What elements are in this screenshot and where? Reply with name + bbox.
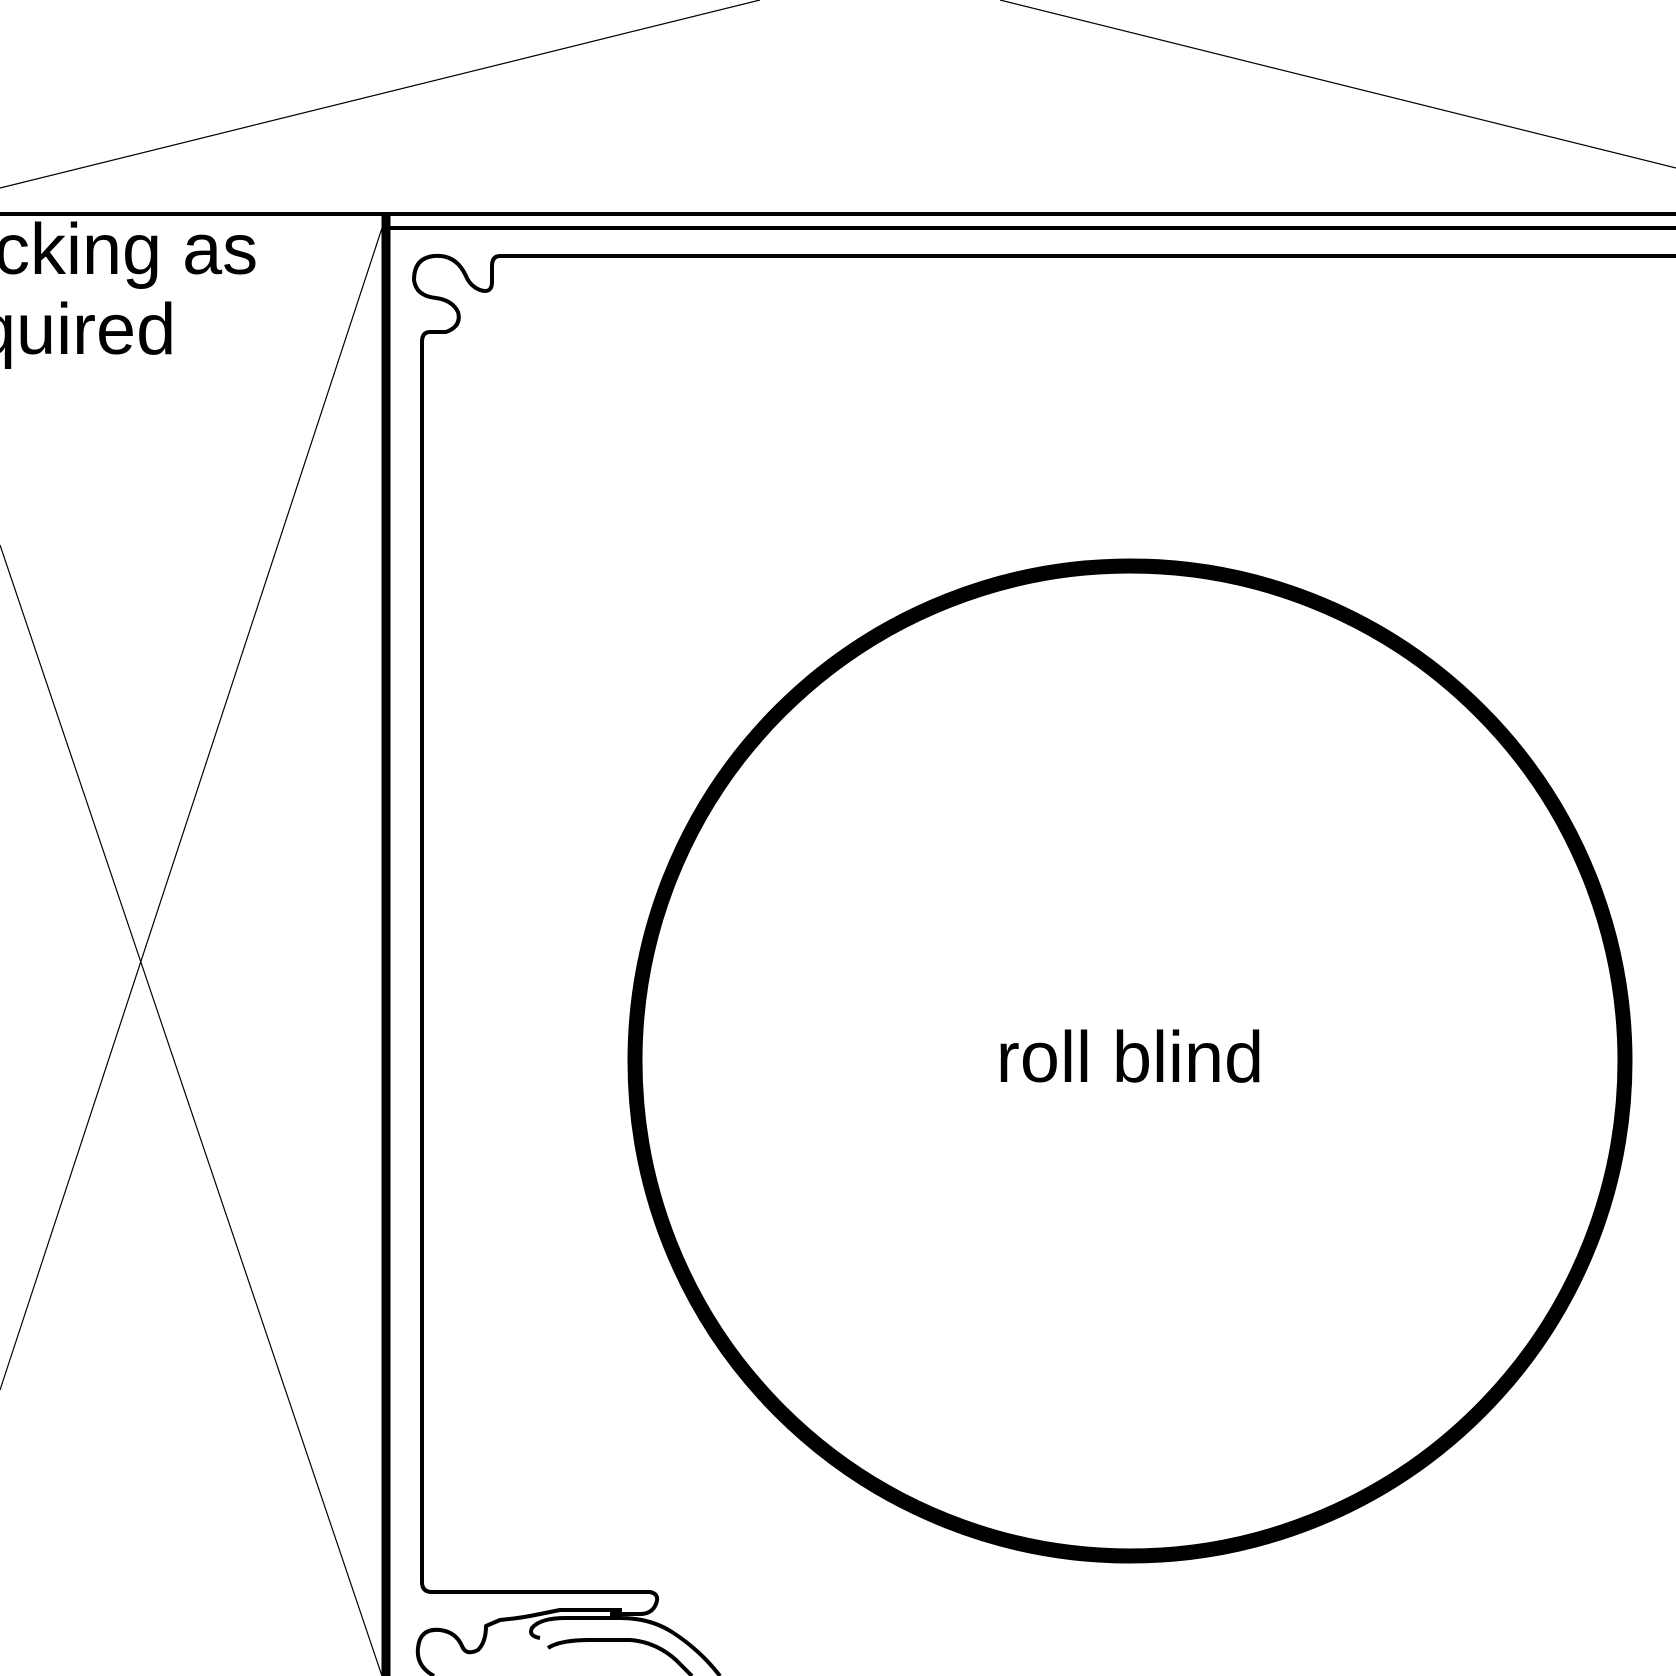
- bottom-seal-profile-inner: [546, 1638, 694, 1676]
- inner-profile-bottom-hook: [415, 1608, 622, 1676]
- roll-blind-label: roll blind: [996, 1018, 1264, 1098]
- roof-line-left: [0, 0, 761, 189]
- packing-cross: [0, 221, 385, 1676]
- roll-blind-circle: [627, 558, 1633, 1564]
- top-rail: [0, 212, 1676, 230]
- roof-line-right: [999, 0, 1676, 169]
- packing-diagonal-2: [0, 544, 383, 1676]
- packing-note-line1: cking as: [0, 210, 258, 290]
- inner-profile-top: [412, 253, 1676, 1616]
- packing-diagonal-1: [0, 221, 385, 1391]
- top-roof-lines: [0, 0, 1676, 189]
- bottom-seal-profile: [529, 1616, 722, 1676]
- packing-note-line2: quired: [0, 290, 176, 370]
